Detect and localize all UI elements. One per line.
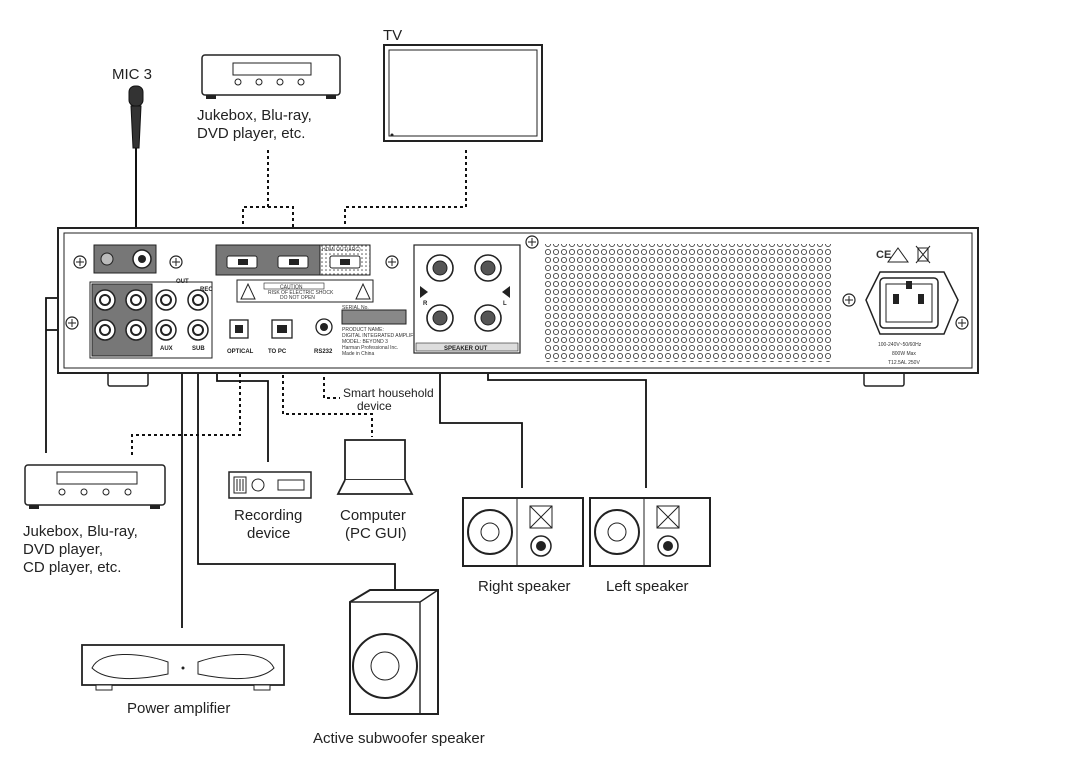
caution-label: CAUTION RISK OF ELECTRIC SHOCK DO NOT OP… xyxy=(236,279,374,303)
left-speaker-icon xyxy=(589,497,711,567)
hdmi-arc-label: HDMI OUT(ARC) xyxy=(322,247,361,253)
microphone-icon xyxy=(128,85,144,149)
ventilation-grille xyxy=(544,244,832,362)
jukebox-left-label-3: CD player, etc. xyxy=(23,559,121,576)
amplifier-rear-panel: OUT REC AUX SUB HDMI OUT(ARC) CAUTION RI… xyxy=(57,227,979,387)
product-info: PRODUCT NAME: DIGITAL INTEGRATED AMPLIFI… xyxy=(342,327,422,357)
panel-out-label: OUT xyxy=(176,279,189,285)
jukebox-top-label-2: DVD player, etc. xyxy=(197,125,305,142)
svg-text:Harman Professional Inc.: Harman Professional Inc. xyxy=(342,345,398,351)
svg-text:DO NOT OPEN: DO NOT OPEN xyxy=(280,295,315,301)
recording-label-2: device xyxy=(247,525,290,542)
subwoofer-icon xyxy=(349,589,439,715)
recording-device-icon xyxy=(228,471,312,499)
power-inlet xyxy=(879,277,939,329)
rs232-label: RS232 xyxy=(314,349,333,355)
power-amp-cable xyxy=(168,329,183,628)
jukebox-left-label-1: Jukebox, Blu-ray, xyxy=(23,523,138,540)
smart-device-label-2: device xyxy=(357,399,392,413)
subwoofer-label: Active subwoofer speaker xyxy=(313,730,485,747)
jukebox-left-icon xyxy=(24,464,166,509)
panel-sub-label: SUB xyxy=(192,346,205,352)
svg-text:DIGITAL INTEGRATED AMPLIFIER: DIGITAL INTEGRATED AMPLIFIER xyxy=(342,333,422,339)
panel-aux-label: AUX xyxy=(160,346,173,352)
mic-label: MIC 3 xyxy=(112,66,152,83)
svg-text:RISK OF ELECTRIC SHOCK: RISK OF ELECTRIC SHOCK xyxy=(268,290,334,296)
right-speaker-label: Right speaker xyxy=(478,578,571,595)
svg-text:SPEAKER OUT: SPEAKER OUT xyxy=(444,346,488,352)
svg-text:CE: CE xyxy=(876,249,891,261)
panel-rec-label: REC xyxy=(200,287,213,293)
tv-icon xyxy=(383,44,543,142)
svg-text:MODEL: BEYOND 3: MODEL: BEYOND 3 xyxy=(342,339,388,345)
svg-text:T12.5AL 250V: T12.5AL 250V xyxy=(888,360,920,366)
subwoofer-cable xyxy=(197,335,396,590)
serial-label: SERIAL No. xyxy=(342,305,369,311)
jukebox-left-label-2: DVD player, xyxy=(23,541,103,558)
usb-cable xyxy=(282,345,373,437)
power-amp-label: Power amplifier xyxy=(127,700,230,717)
svg-text:R: R xyxy=(423,301,428,307)
optical-label: OPTICAL xyxy=(227,349,254,355)
svg-text:CAUTION: CAUTION xyxy=(280,285,303,291)
laptop-icon xyxy=(336,439,414,495)
usb-label: TO PC xyxy=(268,349,287,355)
recording-label-1: Recording xyxy=(234,507,302,524)
svg-text:800W Max: 800W Max xyxy=(892,351,916,357)
svg-text:PRODUCT NAME:: PRODUCT NAME: xyxy=(342,327,384,333)
computer-label-1: Computer xyxy=(340,507,406,524)
smart-device-label-1: Smart household xyxy=(343,386,434,400)
serial-box xyxy=(341,309,407,325)
right-speaker-icon xyxy=(462,497,584,567)
speaker-out-block: SPEAKER OUT R L xyxy=(413,244,521,354)
svg-text:100-240V~50/60Hz: 100-240V~50/60Hz xyxy=(878,342,922,348)
svg-text:Made in China: Made in China xyxy=(342,351,374,357)
jukebox-top-label-1: Jukebox, Blu-ray, xyxy=(197,107,312,124)
jukebox-top-icon xyxy=(201,54,341,99)
optical-cable xyxy=(131,338,241,458)
computer-label-2: (PC GUI) xyxy=(345,525,407,542)
svg-text:L: L xyxy=(503,301,507,307)
power-section: CE 100-240V~50/60Hz 800W Max T12.5AL 250… xyxy=(865,245,959,366)
left-speaker-label: Left speaker xyxy=(606,578,689,595)
tv-label: TV xyxy=(383,27,402,44)
rca-jacks xyxy=(94,289,209,341)
power-amplifier-icon xyxy=(81,644,285,691)
